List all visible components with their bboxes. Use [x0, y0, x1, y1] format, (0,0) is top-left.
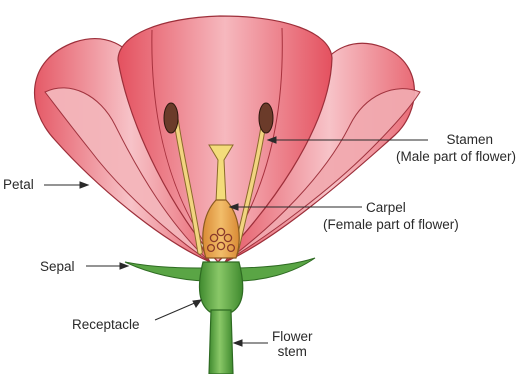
- flower-stem-label-line2: stem: [272, 344, 313, 359]
- sepal-left: [125, 262, 210, 281]
- stamen-subtitle: (Male part of flower): [396, 149, 531, 164]
- flower-stem: [209, 310, 233, 374]
- flower-stem-label: Flower stem: [272, 329, 313, 359]
- anther-left: [164, 103, 178, 133]
- carpel-label: Carpel: [366, 200, 406, 215]
- flower-stem-label-line1: Flower: [272, 329, 313, 344]
- receptacle-label: Receptacle: [72, 317, 140, 332]
- stamen-label: Stamen: [408, 132, 493, 147]
- petal-label: Petal: [3, 177, 34, 192]
- sepal-right: [230, 258, 315, 281]
- sepal-label: Sepal: [40, 259, 75, 274]
- carpel-subtitle: (Female part of flower): [323, 217, 459, 232]
- receptacle: [199, 262, 242, 312]
- anther-right: [259, 103, 273, 133]
- stamen-title: Stamen: [446, 132, 493, 147]
